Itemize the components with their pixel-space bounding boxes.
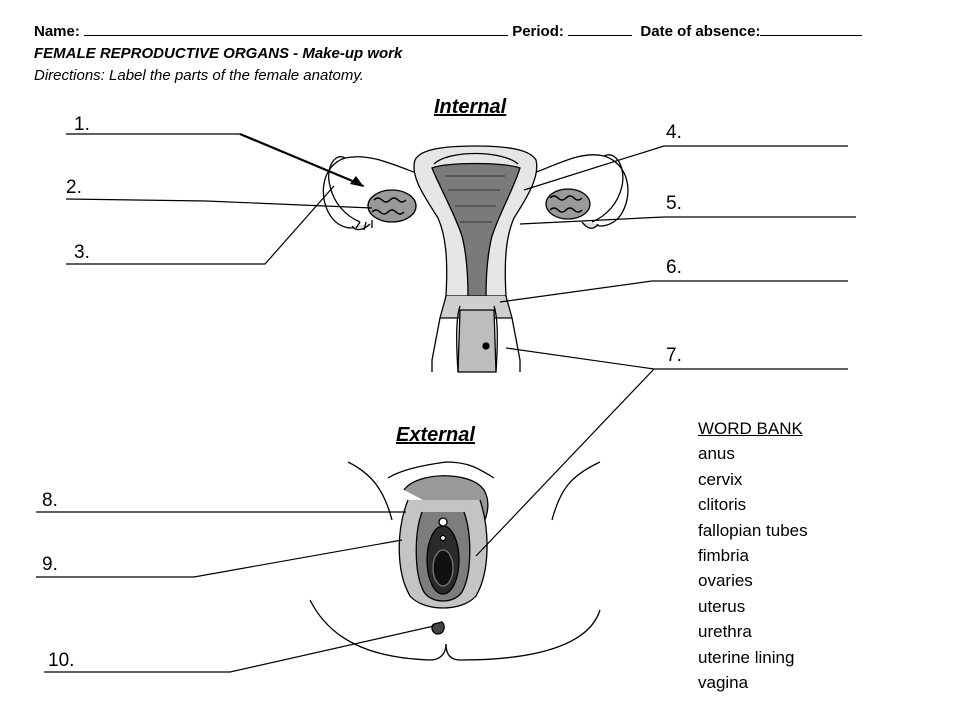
period-label: Period: bbox=[512, 23, 564, 40]
period-blank[interactable] bbox=[568, 20, 633, 36]
word-bank-item: fallopian tubes bbox=[698, 520, 808, 540]
leader-lines bbox=[36, 132, 856, 673]
label-3: 3. bbox=[74, 242, 90, 263]
leader-line-3 bbox=[66, 185, 335, 265]
label-10: 10. bbox=[48, 650, 75, 671]
word-bank-item: fimbria bbox=[698, 546, 750, 566]
label-2: 2. bbox=[66, 177, 82, 198]
name-blank[interactable] bbox=[84, 20, 509, 36]
name-label: Name: bbox=[34, 23, 80, 40]
word-bank-item: anus bbox=[698, 444, 735, 464]
external-anatomy-drawing bbox=[309, 461, 601, 661]
label-6: 6. bbox=[666, 257, 682, 278]
label-9: 9. bbox=[42, 554, 58, 575]
word-bank-item: uterine lining bbox=[698, 647, 795, 667]
word-bank-item: cervix bbox=[698, 469, 743, 489]
leader-line-5 bbox=[519, 216, 856, 225]
label-5: 5. bbox=[666, 193, 682, 214]
word-bank-item: clitoris bbox=[698, 495, 747, 515]
leader-line-9 bbox=[36, 539, 403, 578]
leader-arrowhead-1 bbox=[350, 176, 364, 187]
leader-line-6 bbox=[499, 280, 848, 303]
internal-title: Internal bbox=[434, 96, 507, 118]
label-1: 1. bbox=[74, 114, 90, 135]
word-bank-item: urethra bbox=[698, 622, 752, 642]
word-bank-title: WORD BANK bbox=[698, 419, 803, 438]
external-title: External bbox=[396, 424, 475, 446]
absence-blank[interactable] bbox=[760, 20, 863, 36]
internal-anatomy-drawing bbox=[322, 145, 629, 373]
leader-line-2 bbox=[65, 198, 373, 209]
word-bank: WORD BANK anus cervix clitoris fallopian… bbox=[698, 416, 808, 695]
leader-line-4 bbox=[523, 145, 848, 191]
worksheet-directions: Directions: Label the parts of the femal… bbox=[34, 67, 364, 84]
leader-line-7b bbox=[475, 368, 655, 557]
word-bank-item: vagina bbox=[698, 673, 749, 693]
label-8: 8. bbox=[42, 490, 58, 511]
leader-line-10 bbox=[44, 625, 435, 673]
worksheet-header: Name: Period: Date of absence: FEMALE RE… bbox=[34, 20, 863, 87]
leader-line-1 bbox=[66, 133, 365, 187]
label-4: 4. bbox=[666, 122, 682, 143]
label-7: 7. bbox=[666, 345, 682, 366]
absence-label: Date of absence: bbox=[640, 23, 761, 40]
word-bank-item: ovaries bbox=[698, 571, 753, 591]
worksheet-subtitle: FEMALE REPRODUCTIVE ORGANS - Make-up wor… bbox=[34, 45, 403, 62]
name-row: Name: Period: Date of absence: bbox=[34, 20, 863, 43]
word-bank-item: uterus bbox=[698, 596, 746, 616]
